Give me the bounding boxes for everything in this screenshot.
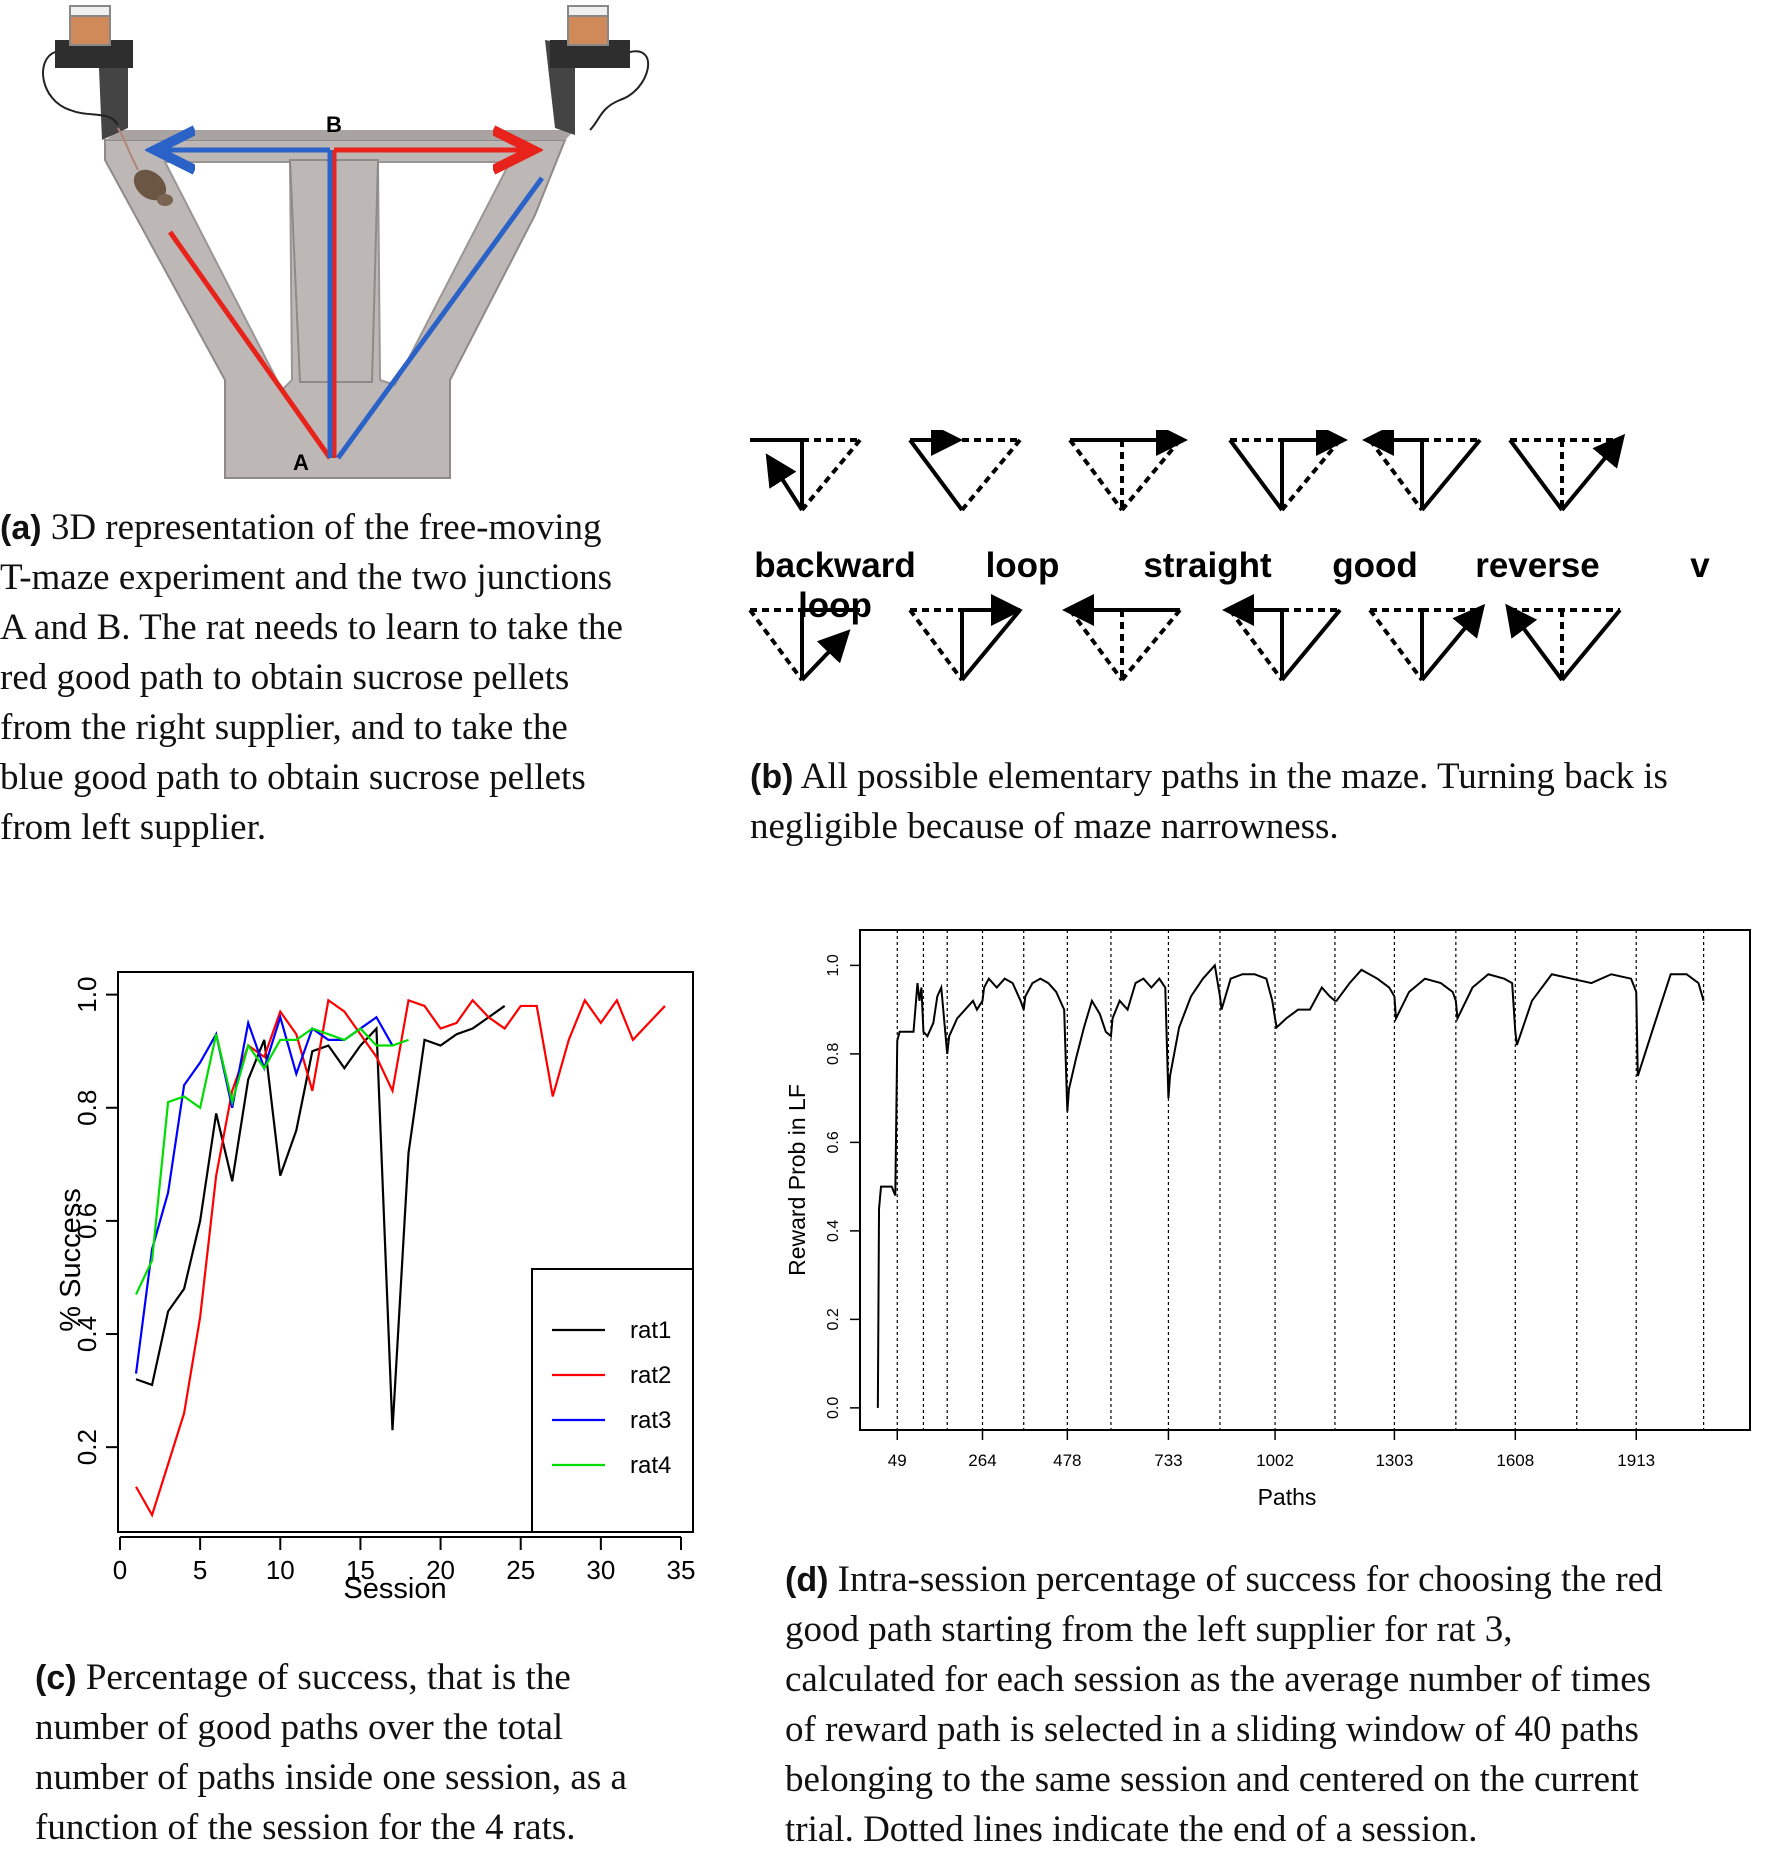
x-tick-label: 20 <box>426 1555 455 1585</box>
caption-b: (b) All possible elementary paths in the… <box>750 756 1668 847</box>
y-tick-label: 0.2 <box>72 1429 102 1465</box>
legend-label-rat4: rat4 <box>630 1452 671 1479</box>
plot-frame <box>859 929 1751 1431</box>
path-glyph-5-0 <box>1508 433 1626 512</box>
x-tick-label: 478 <box>1053 1451 1081 1470</box>
caption-c: (c) Percentage of success, that is the n… <box>35 1657 627 1848</box>
x-tick-label: 49 <box>888 1451 907 1470</box>
x-tick-label: 5 <box>193 1555 207 1585</box>
x-tick-label: 25 <box>506 1555 535 1585</box>
caption-b-tag: (b) <box>750 758 794 796</box>
reward-prob-chart: 0.0 0.2 0.4 0.6 0.8 1.0 49 264 478 733 1002 1303 160… <box>784 929 1751 1510</box>
junction-a-label: A <box>293 450 309 475</box>
path-glyph-3-0 <box>1228 430 1348 512</box>
path-label-reverse: reverse <box>1475 546 1600 585</box>
series-line-rat2 <box>135 998 666 1518</box>
y-tick-label: 0.6 <box>72 1203 102 1239</box>
caption-d-tag: (d) <box>785 1561 829 1599</box>
legend-label-rat2: rat2 <box>630 1362 671 1389</box>
path-label-v: v <box>1690 546 1710 585</box>
junction-b-label: B <box>326 112 342 137</box>
tmaze-illustration: B A <box>42 5 649 479</box>
path-label-good: good <box>1332 546 1418 585</box>
x-tick-label: 35 <box>667 1555 696 1585</box>
legend: rat1 rat2 rat3 rat4 <box>531 1268 694 1533</box>
path-label-loop: loop <box>985 546 1060 585</box>
reward-prob-line <box>876 963 1705 1408</box>
x-axis-title: Paths <box>1258 1484 1317 1510</box>
caption-a: (a) 3D representation of the free-moving… <box>0 507 623 848</box>
x-tick-label: 30 <box>586 1555 615 1585</box>
maze-hole-left <box>163 161 294 392</box>
path-glyph-0-1 <box>748 608 860 682</box>
y-tick-label: 1.0 <box>72 977 102 1013</box>
y-axis-title: Reward Prob in LF <box>784 1084 810 1276</box>
path-glyph-0-0 <box>750 438 862 512</box>
maze-hole-right <box>376 161 512 387</box>
x-tick-label: 1608 <box>1496 1451 1534 1470</box>
x-tick-label: 1913 <box>1617 1451 1655 1470</box>
path-glyph-4-0 <box>1362 430 1482 512</box>
series-line-rat3 <box>134 1013 394 1374</box>
y-tick-label: 0.2 <box>825 1308 842 1330</box>
rat-figure <box>117 127 173 206</box>
series-line-rat4 <box>135 1027 409 1295</box>
path-glyph-2-0 <box>1068 430 1188 512</box>
y-tick-label: 0.8 <box>825 1043 842 1065</box>
plot-frame <box>117 971 694 1533</box>
elementary-paths-diagram <box>748 430 1626 682</box>
caption-d: (d) Intra-session percentage of success … <box>785 1559 1663 1850</box>
y-axis-title: % Success <box>55 1188 87 1331</box>
y-tick-label: 0.4 <box>72 1316 102 1352</box>
path-glyph-4-1 <box>1368 603 1486 682</box>
caption-c-tag: (c) <box>35 1659 77 1697</box>
x-tick-label: 733 <box>1154 1451 1182 1470</box>
path-glyph-5-1 <box>1505 603 1622 682</box>
path-glyph-3-1 <box>1222 594 1342 682</box>
path-glyph-2-1 <box>1062 594 1182 682</box>
x-axis-title: Session <box>343 1573 446 1605</box>
caption-a-tag: (a) <box>0 509 42 547</box>
path-glyph-1-1 <box>908 594 1023 682</box>
path-label-backward-loop: backward loop <box>754 546 916 625</box>
y-tick-label: 1.0 <box>825 954 842 976</box>
y-tick-label: 0.8 <box>72 1090 102 1126</box>
path-label-straight: straight <box>1143 546 1272 585</box>
x-tick-label: 1002 <box>1256 1451 1294 1470</box>
legend-label-rat1: rat1 <box>630 1317 671 1344</box>
legend-label-rat3: rat3 <box>630 1407 671 1434</box>
path-glyph-1-0 <box>908 430 1022 512</box>
x-tick-label: 10 <box>266 1555 295 1585</box>
y-tick-label: 0.0 <box>825 1397 842 1419</box>
x-tick-label: 264 <box>968 1451 996 1470</box>
x-tick-label: 15 <box>346 1555 375 1585</box>
y-tick-label: 0.6 <box>825 1131 842 1153</box>
x-tick-label: 1303 <box>1375 1451 1413 1470</box>
y-tick-label: 0.4 <box>825 1220 842 1242</box>
x-tick-label: 0 <box>113 1555 127 1585</box>
